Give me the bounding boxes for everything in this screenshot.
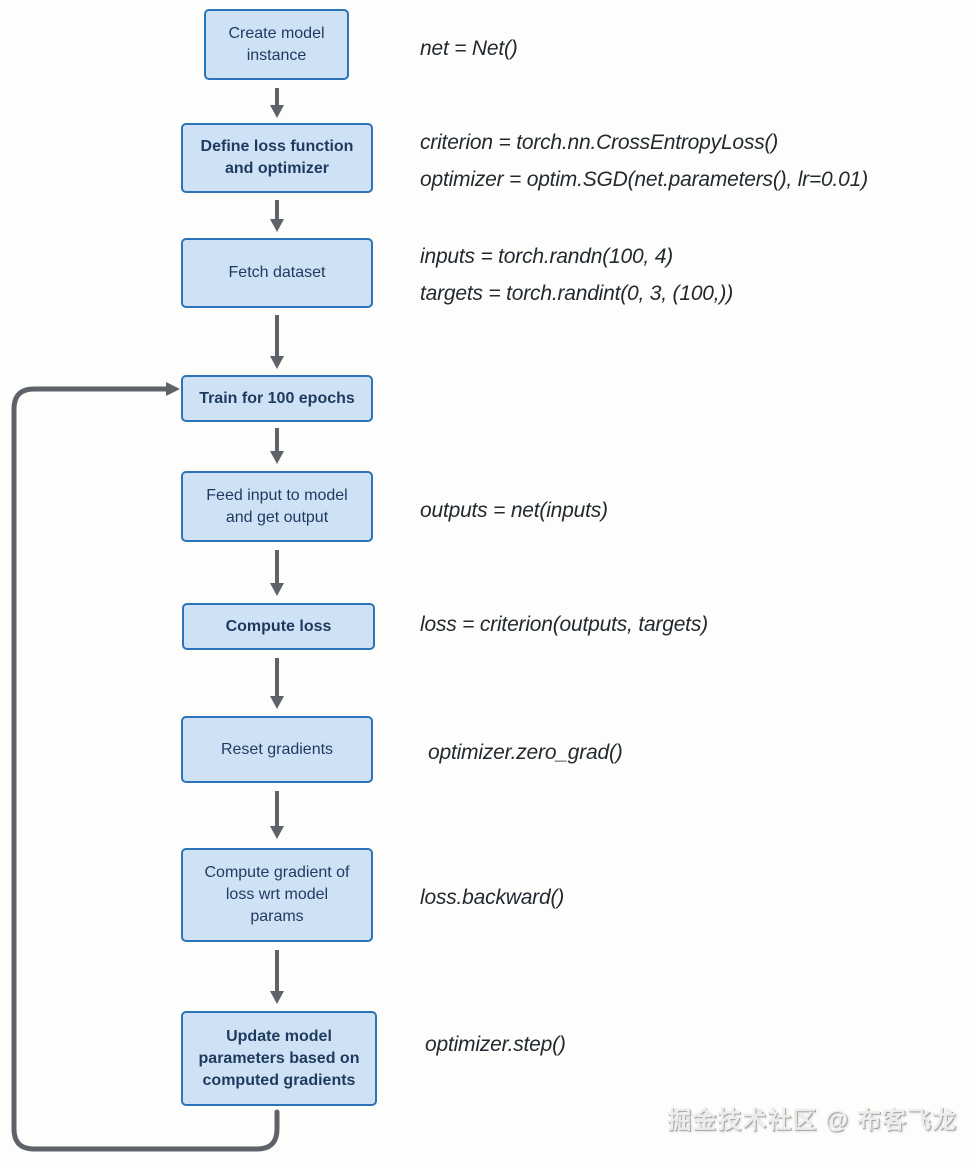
down-arrow-6 — [270, 658, 284, 709]
flow-box-label: Define loss function and optimizer — [200, 138, 354, 177]
code-annotation-step: optimizer.step() — [425, 1026, 566, 1063]
flow-box-fetch-dataset: Fetch dataset — [181, 238, 373, 308]
flow-box-compute-loss: Compute loss — [182, 603, 375, 650]
flow-box-compute-gradient: Compute gradient of loss wrt model param… — [181, 848, 373, 942]
flow-box-reset-gradients: Reset gradients — [181, 716, 373, 783]
code-annotation-loss: loss = criterion(outputs, targets) — [420, 606, 708, 643]
code-annotation-backward: loss.backward() — [420, 879, 564, 916]
code-line: outputs = net(inputs) — [420, 499, 608, 522]
flow-box-label: Update model parameters based on compute… — [198, 1027, 360, 1089]
down-arrow-2 — [270, 200, 284, 232]
code-line: loss.backward() — [420, 886, 565, 909]
code-annotation-inputs-targets: inputs = torch.randn(100, 4) targets = t… — [420, 238, 733, 312]
flow-box-label: Fetch dataset — [228, 264, 326, 281]
flow-box-label: Create model instance — [228, 24, 325, 64]
flow-box-label: Reset gradients — [220, 740, 334, 758]
watermark: 掘金技术社区 @ 布客飞龙 — [667, 1107, 957, 1134]
connector-arrows — [11, 88, 284, 1152]
flow-box-train-for-100-epochs: Train for 100 epochs — [181, 375, 373, 422]
down-arrow-5 — [270, 550, 284, 596]
code-line: inputs = torch.randn(100, 4) — [420, 245, 673, 268]
code-annotation-outputs: outputs = net(inputs) — [420, 492, 608, 529]
down-arrow-1 — [270, 88, 284, 118]
loop-back-arrow — [11, 382, 280, 1152]
code-annotation-criterion-optimizer: criterion = torch.nn.CrossEntropyLoss() … — [420, 124, 868, 198]
flow-box-create-model-instance: Create model instance — [204, 9, 349, 80]
code-line: targets = torch.randint(0, 3, (100,)) — [420, 282, 734, 305]
code-annotation-net: net = Net() — [420, 30, 518, 67]
down-arrow-7 — [270, 791, 284, 839]
flow-box-label: Feed input to model and get output — [206, 486, 348, 526]
down-arrow-3 — [270, 315, 284, 369]
flow-box-update-parameters: Update model parameters based on compute… — [181, 1011, 377, 1106]
down-arrow-8 — [270, 950, 284, 1004]
flow-box-label: Train for 100 epochs — [199, 389, 355, 407]
code-line: loss = criterion(outputs, targets) — [420, 613, 708, 636]
code-line: optimizer.step() — [425, 1033, 566, 1056]
code-annotation-zero-grad: optimizer.zero_grad() — [428, 734, 623, 771]
down-arrow-4 — [270, 428, 284, 464]
flow-box-label: Compute gradient of loss wrt model param… — [204, 864, 350, 925]
flow-box-label: Compute loss — [225, 617, 332, 635]
code-line: optimizer.zero_grad() — [428, 741, 623, 764]
code-line: criterion = torch.nn.CrossEntropyLoss() — [420, 131, 779, 154]
flow-box-define-loss-and-optimizer: Define loss function and optimizer — [181, 123, 373, 193]
code-line: optimizer = optim.SGD(net.parameters(), … — [420, 168, 868, 191]
flow-box-feed-input-to-model: Feed input to model and get output — [181, 471, 373, 542]
code-line: net = Net() — [420, 37, 518, 60]
